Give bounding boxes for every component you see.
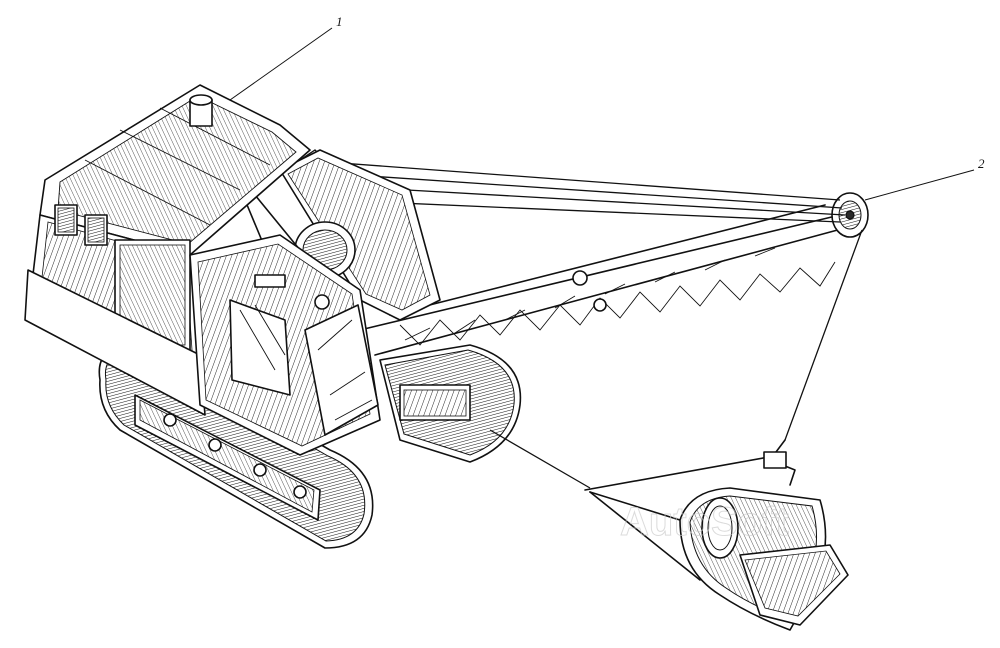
watermark: AutoSoft [620,500,789,544]
callout-1-label: 1 [336,14,343,29]
lattice-boom [359,204,846,356]
operator-cab [189,234,381,456]
boom-pulley [831,192,869,238]
callout-2-label: 2 [978,156,985,171]
rear-crawler-track [379,344,522,463]
callout-1: 1 [229,14,343,101]
bucket-ropes [489,229,863,489]
callout-2: 2 [864,156,985,201]
superstructure [24,84,311,416]
dragline-bucket [584,439,849,631]
